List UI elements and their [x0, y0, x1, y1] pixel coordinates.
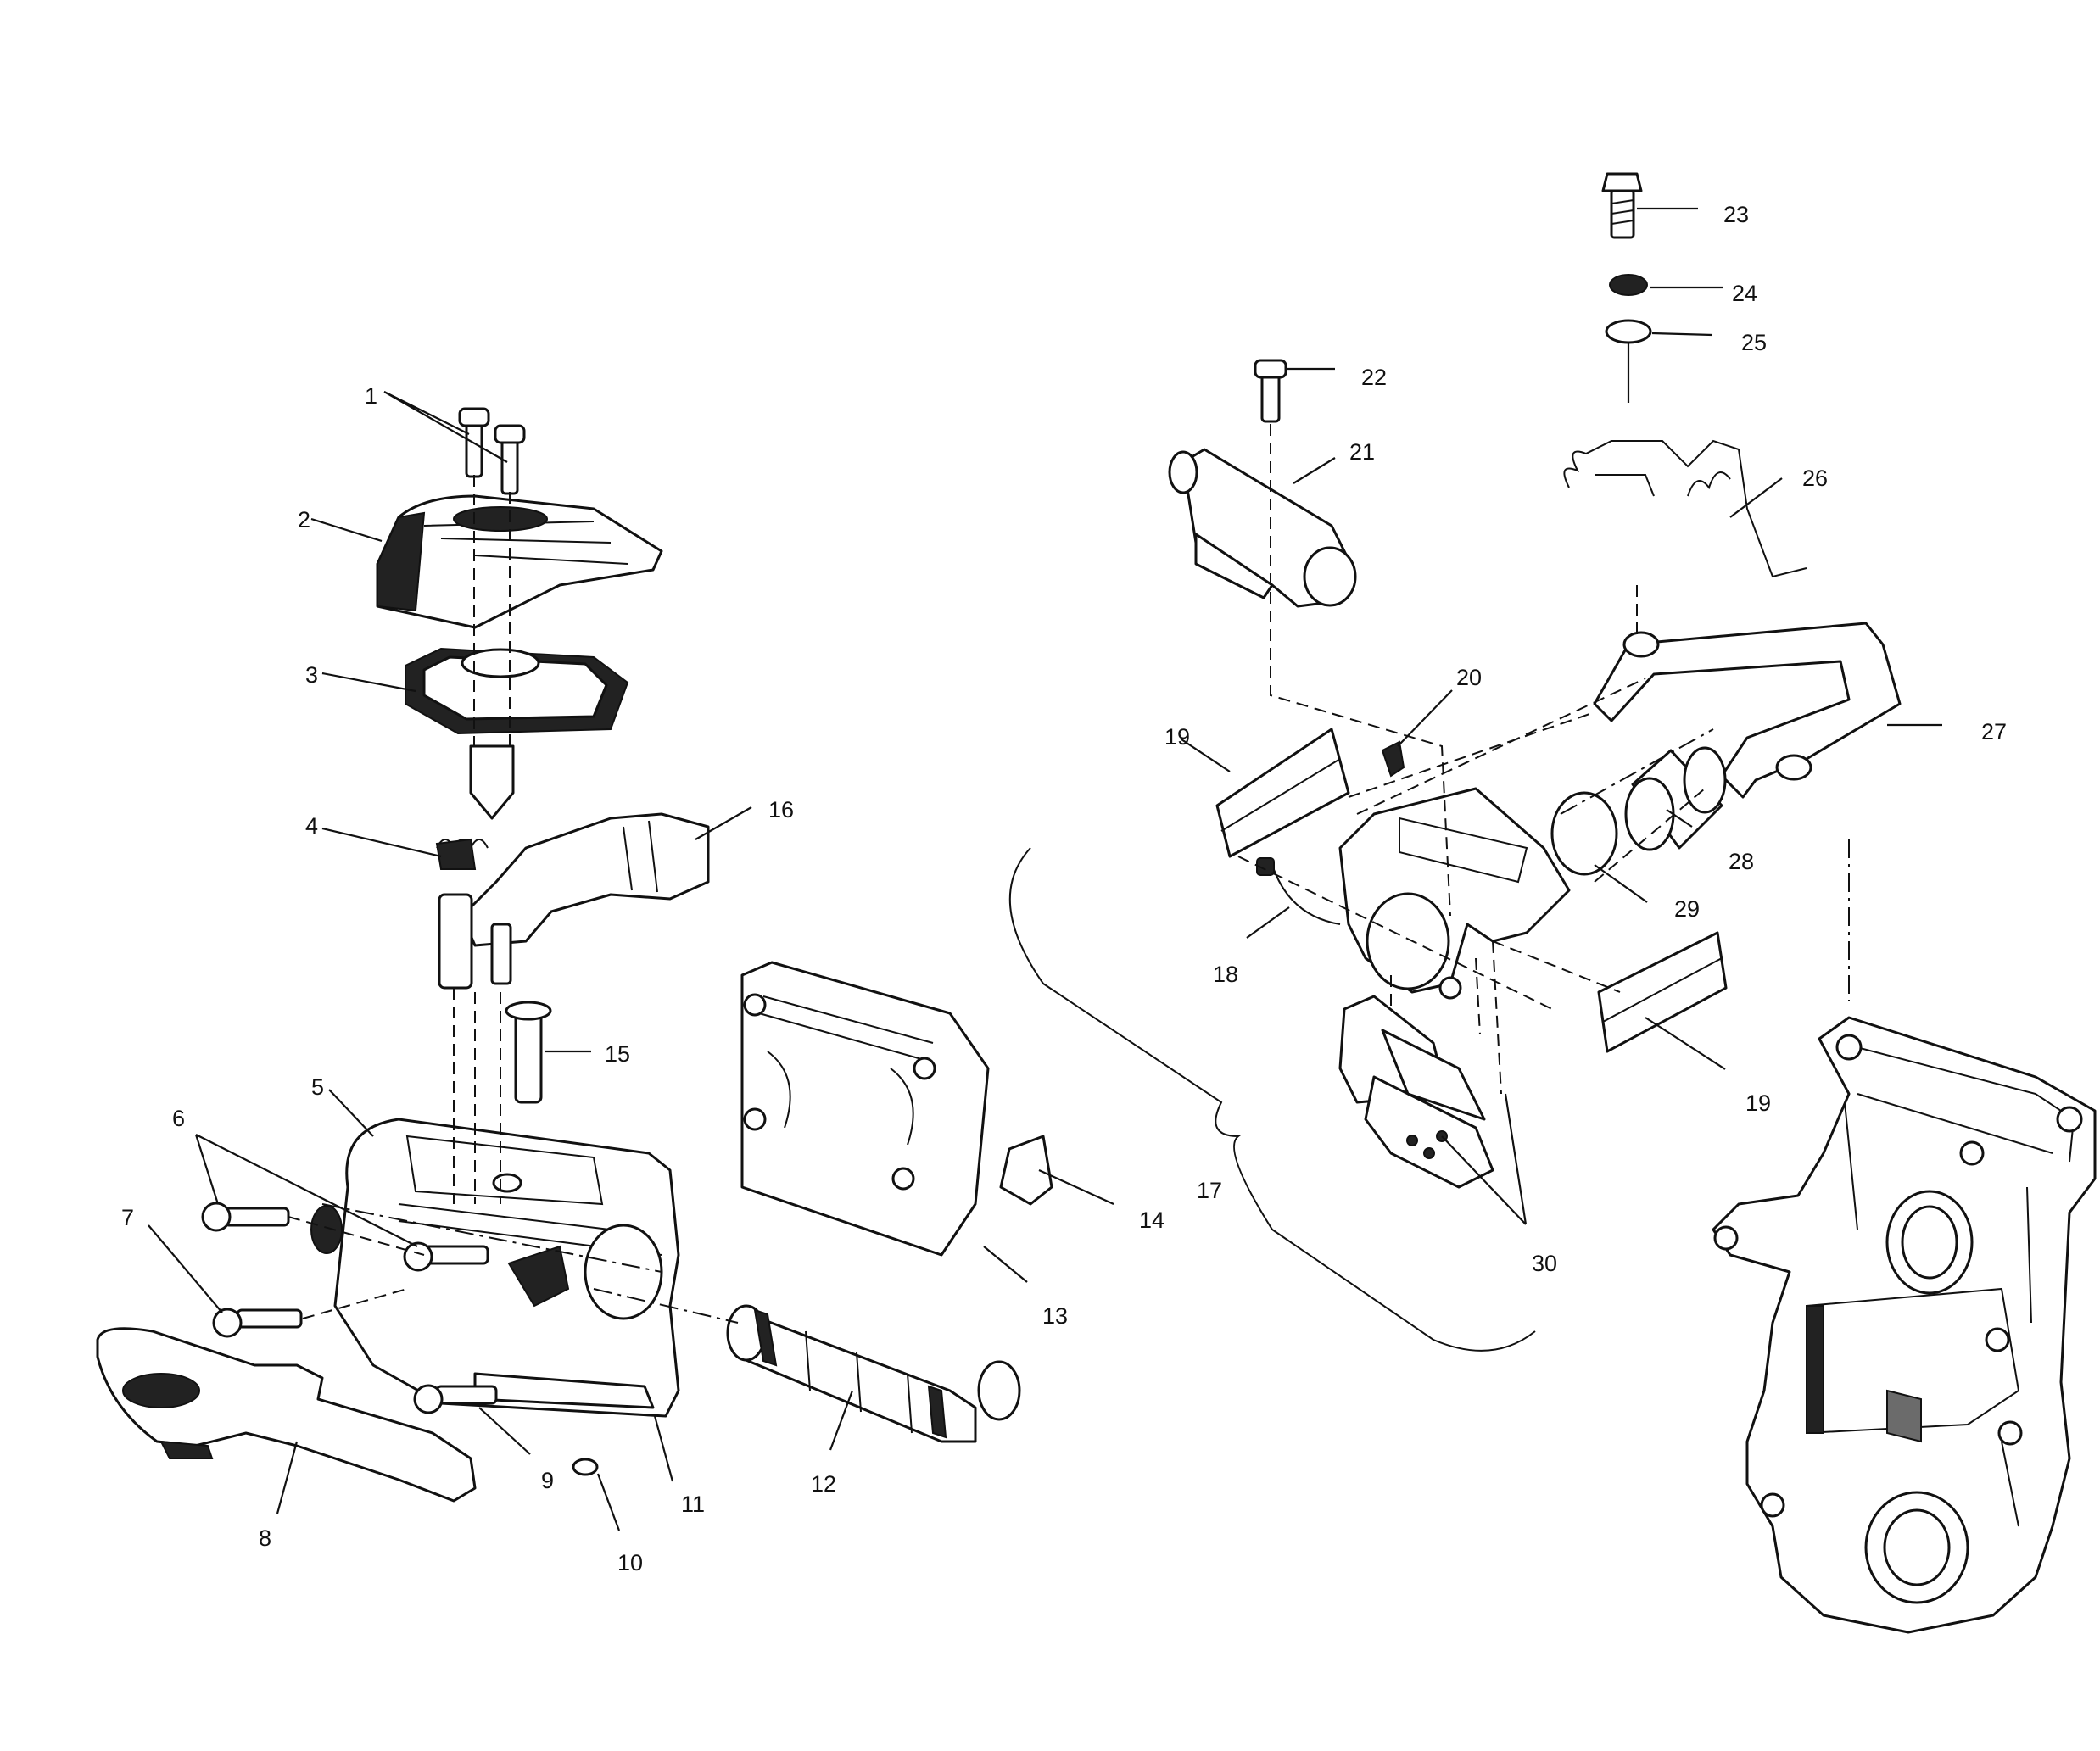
callout-22: 22 [1361, 365, 1387, 390]
right-assembly-guides [1237, 424, 1850, 1095]
bracket-17 [1008, 847, 1536, 1352]
part-screw-6 [201, 1202, 290, 1232]
part-spring-4 [435, 838, 489, 870]
callout-4: 4 [305, 813, 318, 839]
callout-2: 2 [298, 507, 310, 533]
callout-15: 15 [605, 1041, 630, 1067]
part-shim-19a [1215, 728, 1350, 858]
part-bolt-22 [1254, 359, 1287, 423]
part-pads-30 [1338, 995, 1494, 1189]
part-pin-15 [505, 1001, 552, 1104]
part-screw-9 [413, 1384, 498, 1414]
callout-5: 5 [311, 1074, 324, 1100]
left-assembly-guides [288, 475, 739, 1324]
part-bleeder-20 [1381, 740, 1405, 778]
part-piston-28 [1624, 746, 1727, 851]
caliper-assembly [1008, 172, 1902, 1352]
callout-26: 26 [1802, 466, 1828, 491]
part-hand-lever-8 [96, 1327, 477, 1503]
callout-11: 11 [681, 1492, 705, 1517]
part-housing-5 [310, 1118, 680, 1418]
callout-16: 16 [768, 797, 794, 823]
callout-29: 29 [1674, 896, 1700, 922]
callout-13: 13 [1042, 1303, 1068, 1329]
callout-1: 1 [365, 383, 377, 409]
callout-23: 23 [1723, 202, 1749, 227]
callout-21: 21 [1349, 439, 1375, 465]
part-screw-6b [403, 1241, 489, 1272]
part-plate-13 [740, 961, 1053, 1257]
callout-14: 14 [1139, 1207, 1164, 1233]
part-lever-16 [438, 812, 710, 990]
part-piston-cup [469, 744, 515, 820]
handlebar-control-assembly [96, 407, 1053, 1503]
part-diaphragm-3 [405, 647, 629, 735]
part-grip-12 [726, 1304, 1021, 1443]
leader-lines [148, 207, 1942, 1531]
callout-6: 6 [172, 1106, 185, 1131]
callout-24: 24 [1732, 281, 1757, 306]
part-seal-29 [1550, 791, 1618, 876]
callout-12: 12 [811, 1471, 836, 1497]
part-bolt-23 [1601, 172, 1643, 239]
callout-28: 28 [1729, 849, 1754, 874]
part-block-21 [1168, 448, 1357, 608]
part-washer-10 [572, 1458, 599, 1476]
callout-9: 9 [541, 1468, 554, 1493]
callout-30: 30 [1532, 1251, 1557, 1276]
part-spring-26 [1563, 439, 1807, 578]
callout-labels: 1 2 3 4 5 6 7 8 9 10 11 12 13 14 15 16 1… [121, 202, 2007, 1575]
part-screw-7 [212, 1308, 303, 1338]
callout-17: 17 [1197, 1178, 1222, 1203]
part-yoke-27 [1593, 622, 1902, 799]
part-screws-1 [458, 407, 526, 495]
callout-20: 20 [1456, 665, 1482, 690]
part-cover-2 [376, 494, 663, 629]
part-shim-19b [1597, 931, 1728, 1053]
callout-27: 27 [1981, 719, 2007, 744]
part-washer-25 [1605, 319, 1652, 344]
callout-25: 25 [1741, 330, 1767, 355]
chaincase-cover [1712, 1016, 2097, 1634]
callout-19-right: 19 [1745, 1090, 1771, 1116]
callout-19-left: 19 [1164, 724, 1190, 750]
callout-18: 18 [1213, 962, 1238, 987]
part-lockwasher-24 [1609, 274, 1648, 296]
callout-10: 10 [617, 1550, 643, 1575]
callout-7: 7 [121, 1205, 134, 1230]
part-caliper-body [1256, 787, 1571, 1000]
callout-8: 8 [259, 1525, 271, 1551]
callout-3: 3 [305, 662, 318, 688]
